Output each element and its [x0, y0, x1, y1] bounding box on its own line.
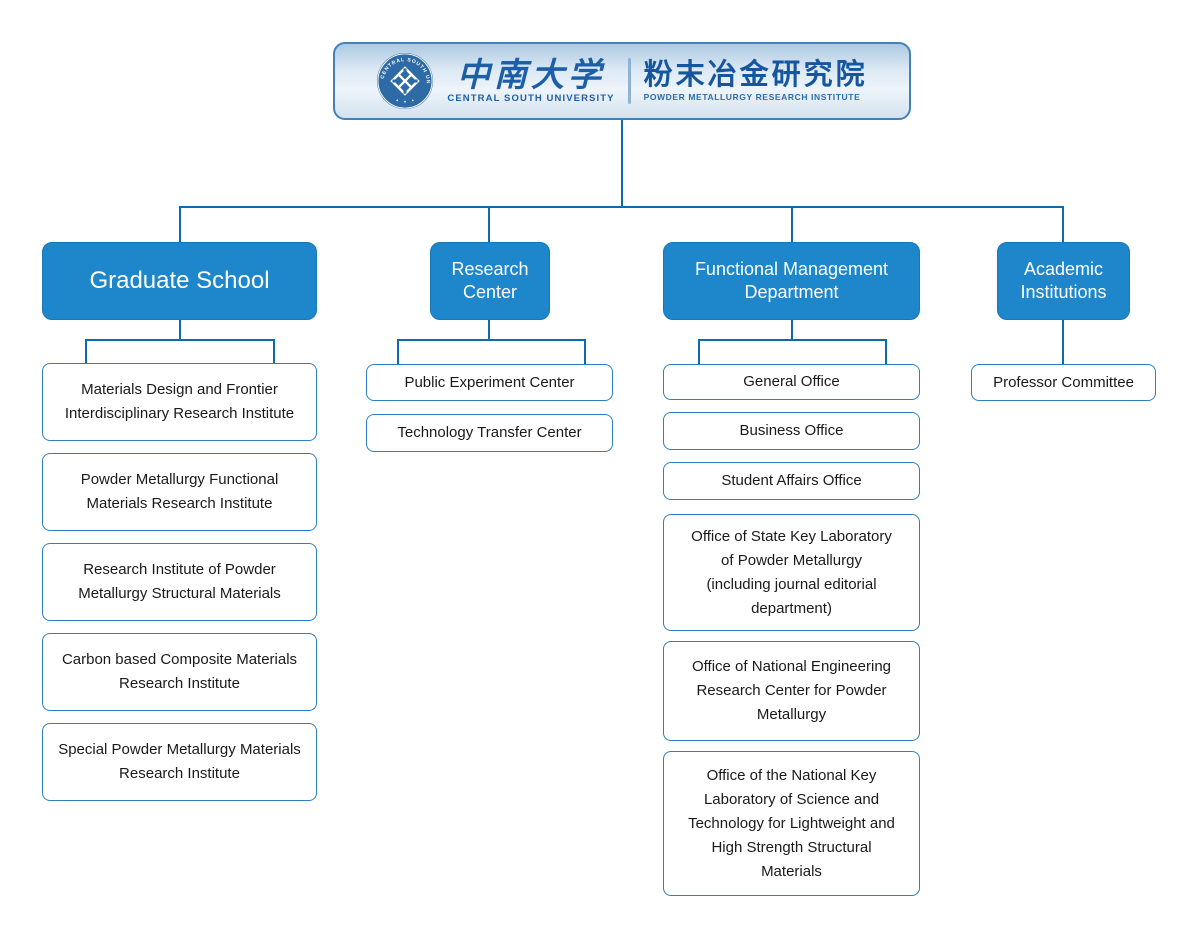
- connector: [179, 206, 1064, 208]
- header-divider: [627, 58, 631, 104]
- institute-name-en: POWDER METALLURGY RESEARCH INSTITUTE: [643, 92, 861, 103]
- node-pm-functional-materials-institute: Powder Metallurgy Functional Materials R…: [42, 453, 317, 531]
- connector: [698, 339, 700, 364]
- connector: [584, 339, 586, 364]
- connector: [1062, 206, 1064, 242]
- node-graduate-school: Graduate School: [42, 242, 317, 320]
- connector: [179, 206, 181, 242]
- connector: [1062, 320, 1064, 364]
- csu-seal-icon: CENTRAL SOUTH UNIVERSITY: [376, 52, 434, 110]
- university-name-en: CENTRAL SOUTH UNIVERSITY: [447, 93, 615, 105]
- node-national-engineering-research-center-office: Office of National Engineering Research …: [663, 641, 920, 741]
- university-name-zh: 中南大学: [456, 55, 605, 95]
- institute-name-zh: 粉末冶金研究院: [643, 57, 868, 92]
- node-functional-management-department: Functional Management Department: [663, 242, 920, 320]
- node-carbon-composite-materials-institute: Carbon based Composite Materials Researc…: [42, 633, 317, 711]
- connector: [885, 339, 887, 364]
- connector: [621, 120, 623, 207]
- node-public-experiment-center: Public Experiment Center: [366, 364, 613, 401]
- connector: [791, 320, 793, 340]
- node-research-center: Research Center: [430, 242, 550, 320]
- institute-header-node: CENTRAL SOUTH UNIVERSITY 中南大学 CENTRAL SO…: [333, 42, 911, 120]
- node-state-key-lab-office: Office of State Key Laboratory of Powder…: [663, 514, 920, 631]
- connector: [488, 320, 490, 340]
- node-pm-structural-materials-institute: Research Institute of Powder Metallurgy …: [42, 543, 317, 621]
- node-professor-committee: Professor Committee: [971, 364, 1156, 401]
- node-business-office: Business Office: [663, 412, 920, 450]
- connector: [397, 339, 586, 341]
- connector: [397, 339, 399, 364]
- connector: [488, 206, 490, 242]
- connector: [179, 320, 181, 340]
- university-name-block: 中南大学 CENTRAL SOUTH UNIVERSITY: [447, 58, 614, 104]
- node-materials-design-frontier-institute: Materials Design and Frontier Interdisci…: [42, 363, 317, 441]
- node-general-office: General Office: [663, 364, 920, 400]
- node-student-affairs-office: Student Affairs Office: [663, 462, 920, 500]
- node-academic-institutions: Academic Institutions: [997, 242, 1130, 320]
- connector: [791, 206, 793, 242]
- node-technology-transfer-center: Technology Transfer Center: [366, 414, 613, 452]
- institute-name-block: 粉末冶金研究院 POWDER METALLURGY RESEARCH INSTI…: [644, 60, 868, 102]
- connector: [85, 339, 87, 363]
- node-special-pm-materials-institute: Special Powder Metallurgy Materials Rese…: [42, 723, 317, 801]
- node-national-key-lab-lightweight-office: Office of the National Key Laboratory of…: [663, 751, 920, 896]
- connector: [273, 339, 275, 363]
- connector: [698, 339, 887, 341]
- connector: [85, 339, 275, 341]
